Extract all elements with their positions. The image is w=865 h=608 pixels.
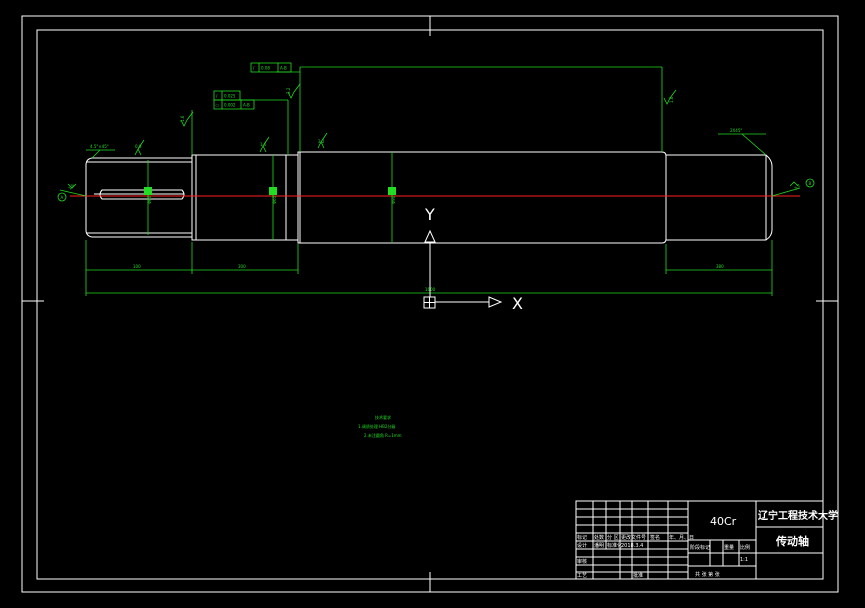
datum-a-circle <box>57 192 67 202</box>
part-name: 传动轴 <box>775 534 809 548</box>
datum-b-circle <box>805 178 815 188</box>
svg-text:更改文件号: 更改文件号 <box>621 534 646 541</box>
svg-text:共 张 第 张: 共 张 第 张 <box>695 571 720 578</box>
gdt-frame-mid: / 0.025 ○ 0.002 A-B <box>213 90 255 110</box>
svg-text:0.002: 0.002 <box>224 103 236 108</box>
dia-text-2: Φ65 <box>272 195 277 204</box>
svg-text:批准: 批准 <box>633 572 643 579</box>
svg-text:0.08: 0.08 <box>261 66 270 71</box>
dim-text-2: 300 <box>238 264 246 269</box>
svg-text:/: / <box>253 66 255 71</box>
svg-text:1.6: 1.6 <box>67 182 75 190</box>
technical-notes: 技术要求 1.调质处理 HB2分级 2.未注圆角 R=1mm <box>358 414 402 438</box>
dim-text-1: 100 <box>133 264 141 269</box>
svg-text:2.未注圆角 R=1mm: 2.未注圆角 R=1mm <box>364 432 402 438</box>
svg-text:设计: 设计 <box>577 542 587 549</box>
shaft-outline <box>85 151 773 244</box>
svg-text:潘明: 潘明 <box>594 542 604 549</box>
svg-text:1.调质处理 HB2分级: 1.调质处理 HB2分级 <box>358 423 395 429</box>
ucs-y-label: Y <box>424 205 435 224</box>
svg-text:1:1: 1:1 <box>740 557 748 563</box>
datum-a-label: A <box>61 195 64 200</box>
svg-text:标准化: 标准化 <box>607 542 622 549</box>
university-name: 辽宁工程技术大学 <box>758 509 838 522</box>
dia-text-1: Φ60 <box>147 195 152 204</box>
dimension-lines <box>59 66 801 296</box>
dia-text-3: Φ90 <box>391 195 396 204</box>
svg-text:年、月、日: 年、月、日 <box>669 534 694 541</box>
surface-finish-symbols: 0.8 1.6 1.6 3.2 3.2 1.6 1.6 3.2 <box>67 83 802 191</box>
svg-text:A-B: A-B <box>243 103 250 108</box>
svg-text:1.6: 1.6 <box>260 142 267 147</box>
ucs-x-label: X <box>512 294 523 313</box>
datum-b-label: B <box>809 181 812 186</box>
svg-text:比例: 比例 <box>740 544 750 551</box>
dim-marker-3 <box>388 187 396 195</box>
svg-text:处数: 处数 <box>594 534 604 541</box>
svg-text:1.6: 1.6 <box>180 115 185 122</box>
dim-marker-1 <box>144 187 152 195</box>
svg-text:技术要求: 技术要求 <box>375 414 391 420</box>
svg-text:○: ○ <box>216 103 220 108</box>
svg-text:3.2: 3.2 <box>793 182 801 190</box>
svg-text:签名: 签名 <box>650 534 660 541</box>
svg-text:A-B: A-B <box>280 66 287 71</box>
gdt-frame-top: / 0.08 A-B <box>250 62 292 73</box>
svg-text:重量: 重量 <box>724 544 734 551</box>
svg-text:1.6: 1.6 <box>669 96 674 103</box>
svg-text:/: / <box>216 94 218 99</box>
svg-text:标记: 标记 <box>577 534 587 541</box>
ucs-icon <box>423 229 503 309</box>
svg-text:3.2: 3.2 <box>318 139 325 144</box>
svg-text:审核: 审核 <box>577 558 587 565</box>
chamfer-left: 4.5°×45° <box>90 144 109 149</box>
title-block: 标记 处数 分 区 更改文件号 签名 年、月、日 设计 潘明 标准化 2018.… <box>575 500 824 580</box>
dim-text-3: 380 <box>716 264 724 269</box>
svg-text:0.025: 0.025 <box>224 94 236 99</box>
svg-text:3.2: 3.2 <box>286 87 291 94</box>
svg-text:0.8: 0.8 <box>135 144 142 149</box>
material-label: 40Cr <box>710 515 737 528</box>
svg-text:分 区: 分 区 <box>607 534 619 541</box>
chamfer-right: 2X45° <box>730 128 742 133</box>
svg-text:2018.3.4: 2018.3.4 <box>621 543 643 549</box>
svg-text:工艺: 工艺 <box>577 573 587 579</box>
dim-marker-2 <box>269 187 277 195</box>
svg-text:阶段标记: 阶段标记 <box>690 544 710 551</box>
